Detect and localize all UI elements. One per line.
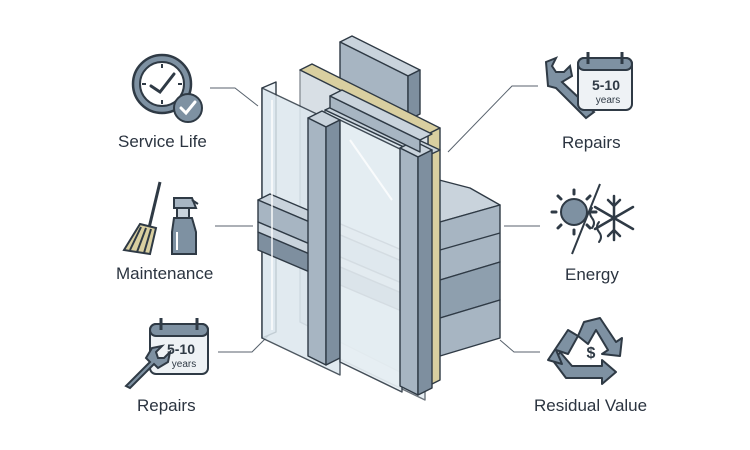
heat-waves-icon (589, 207, 602, 243)
calendar-unit-left: years (172, 359, 196, 370)
calendar-range-left: 5-10 (167, 341, 195, 357)
connector-residual (499, 339, 540, 353)
sun-icon (550, 188, 598, 236)
wrench-icon-left (124, 344, 172, 390)
label-repairs-left: Repairs (137, 396, 196, 415)
broom-icon (122, 181, 162, 256)
calendar-icon-right: 5-10 years (577, 52, 633, 111)
connector-lines (210, 85, 540, 353)
calendar-unit-right: years (596, 95, 620, 106)
snowflake-icon (593, 194, 635, 242)
calendar-range-right: 5-10 (592, 77, 620, 93)
label-repairs-right: Repairs (562, 133, 621, 152)
spray-bottle-icon (171, 197, 199, 255)
curtain-wall-section (257, 35, 501, 401)
connector-repairs-right (447, 85, 538, 153)
connector-service-life (210, 87, 259, 107)
recycle-dollar-symbol: $ (587, 345, 596, 362)
energy-divider (571, 183, 601, 255)
label-residual-value: Residual Value (534, 396, 648, 415)
connector-repairs-left (218, 333, 271, 353)
recycle-dollar-icon: $ (547, 317, 623, 385)
label-service-life: Service Life (118, 132, 207, 151)
label-energy: Energy (565, 265, 619, 284)
check-badge-icon (173, 93, 203, 123)
label-maintenance: Maintenance (116, 264, 214, 283)
